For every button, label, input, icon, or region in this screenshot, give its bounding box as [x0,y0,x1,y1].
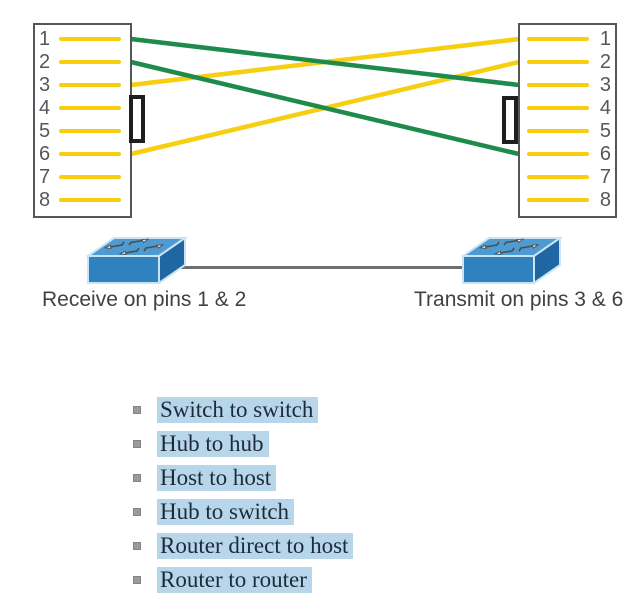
list-item-text: Host to host [157,464,277,491]
left-pin-row: 6 [35,143,130,165]
right-pin-row: 4 [520,97,615,119]
square-bullet-icon [133,507,141,516]
pin-contact-line [59,152,121,156]
pin-contact-line [527,175,589,179]
pin-number: 5 [599,120,611,142]
square-bullet-icon [133,439,141,448]
right-pin-row: 5 [520,120,615,142]
pin-contact-line [527,129,589,133]
left-switch-icon [86,236,188,285]
pin-contact-line [527,152,589,156]
pin-contact-line [527,83,589,87]
pin-number: 7 [599,166,611,188]
ethernet-cable-line [160,266,466,269]
pin-number: 5 [39,120,51,142]
pin-number: 4 [599,97,611,119]
right-pin-row: 6 [520,143,615,165]
pin-number: 8 [599,189,611,211]
pin-number: 3 [39,74,51,96]
square-bullet-icon [133,541,141,550]
left-pin-row: 3 [35,74,130,96]
pin-contact-line [527,37,589,41]
pin-number: 2 [599,51,611,73]
pin-contact-line [59,129,121,133]
list-item: Hub to hub [133,430,353,457]
pin-number: 2 [39,51,51,73]
list-item: Host to host [133,464,353,491]
left-connector-clip [129,95,145,143]
right-pin-row: 1 [520,28,615,50]
pin-number: 1 [599,28,611,50]
pin-contact-line [527,198,589,202]
pin-contact-line [527,106,589,110]
green-wire-pin1-to-pin3 [128,36,522,88]
right-pin-row: 7 [520,166,615,188]
pin-number: 1 [39,28,51,50]
right-switch-icon [461,236,563,285]
green-wire-pin2-to-pin6 [128,59,522,157]
list-item: Router to router [133,566,353,593]
list-item: Hub to switch [133,498,353,525]
right-pin-row: 2 [520,51,615,73]
pin-contact-line [59,198,121,202]
left-pin-row: 2 [35,51,130,73]
square-bullet-icon [133,405,141,414]
list-item-text: Router direct to host [157,532,354,559]
list-item-text: Hub to hub [157,430,269,457]
left-pin-row: 4 [35,97,130,119]
pin-number: 8 [39,189,51,211]
right-pin-row: 8 [520,189,615,211]
pin-number: 6 [39,143,51,165]
pin-contact-line [59,83,121,87]
pin-number: 6 [599,143,611,165]
yellow-wire-pin3-to-pin1 [128,36,522,88]
list-item-text: Router to router [157,566,312,593]
pin-contact-line [527,60,589,64]
list-item: Router direct to host [133,532,354,559]
pin-number: 7 [39,166,51,188]
pin-contact-line [59,106,121,110]
list-item-text: Switch to switch [157,396,319,423]
pin-number: 3 [599,74,611,96]
pin-contact-line [59,175,121,179]
list-item-text: Hub to switch [157,498,295,525]
left-pin-row: 5 [35,120,130,142]
right-pin-row: 3 [520,74,615,96]
left-pin-row: 7 [35,166,130,188]
receive-pins-label: Receive on pins 1 & 2 [42,288,247,311]
left-pin-row: 8 [35,189,130,211]
pin-number: 4 [39,97,51,119]
yellow-wire-pin6-to-pin2 [128,59,522,157]
pin-contact-line [59,37,121,41]
square-bullet-icon [133,473,141,482]
left-pin-row: 1 [35,28,130,50]
pin-contact-line [59,60,121,64]
transmit-pins-label: Transmit on pins 3 & 6 [414,288,624,311]
square-bullet-icon [133,575,141,584]
right-connector-clip [502,96,518,144]
list-item: Switch to switch [133,396,353,423]
